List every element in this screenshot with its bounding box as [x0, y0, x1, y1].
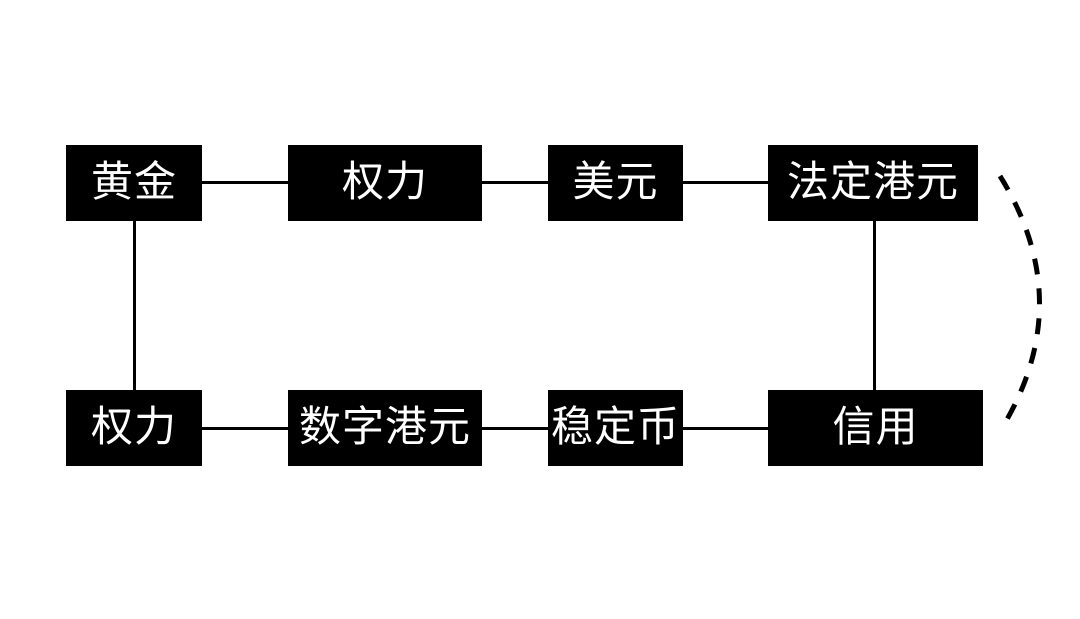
connector-gold-to-power-bottom [133, 221, 136, 390]
node-label-power-top: 权力 [341, 156, 428, 206]
connector-power-top-to-usd [482, 181, 548, 184]
connector-gold-to-power-top [202, 181, 288, 184]
node-digital-hkd[interactable]: 数字港元 [288, 390, 482, 466]
node-credit[interactable]: 信用 [768, 390, 983, 466]
fiat-to-credit-dashed-arc [997, 174, 1042, 430]
node-usd[interactable]: 美元 [548, 145, 683, 221]
node-label-usd: 美元 [572, 156, 659, 206]
node-power-top[interactable]: 权力 [288, 145, 482, 221]
node-fiat-hkd[interactable]: 法定港元 [768, 145, 978, 221]
node-gold[interactable]: 黄金 [66, 145, 202, 221]
connector-fiat-hkd-to-credit [873, 221, 876, 390]
node-label-credit: 信用 [832, 401, 919, 451]
node-label-power-bottom: 权力 [90, 401, 177, 451]
node-stablecoin[interactable]: 稳定币 [548, 390, 683, 466]
node-label-stablecoin: 稳定币 [550, 401, 680, 451]
connector-usd-to-fiat-hkd [683, 181, 768, 184]
node-label-digital-hkd: 数字港元 [298, 401, 471, 451]
node-power-bottom[interactable]: 权力 [66, 390, 202, 466]
node-label-gold: 黄金 [90, 156, 177, 206]
connector-power-bottom-to-digital-hkd [202, 427, 288, 430]
connector-stablecoin-to-credit [683, 427, 768, 430]
node-label-fiat-hkd: 法定港元 [786, 156, 959, 206]
connector-digital-hkd-to-stablecoin [482, 427, 548, 430]
